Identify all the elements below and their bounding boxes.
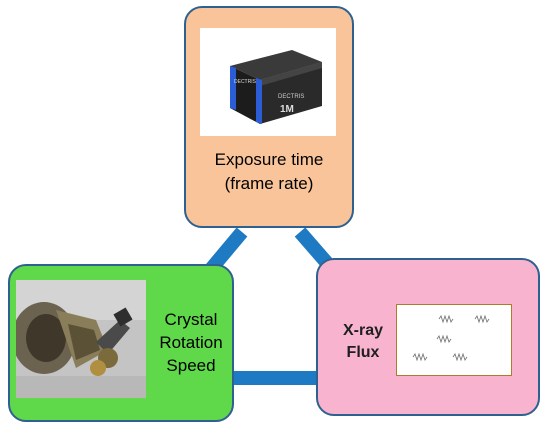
crystal-label-line2: Rotation <box>159 333 223 352</box>
xray-label-line2: Flux <box>346 344 380 361</box>
crystal-rotation-node: Crystal Rotation Speed <box>8 264 234 422</box>
detector-camera-icon: DECTRIS DECTRIS 1M <box>200 28 336 136</box>
xray-label-line1: X-ray <box>342 322 384 339</box>
crystal-rotation-label: Crystal Rotation Speed <box>148 308 234 377</box>
svg-text:1M: 1M <box>280 104 294 115</box>
svg-text:DECTRIS: DECTRIS <box>234 79 257 85</box>
exposure-label-line2: (frame rate) <box>224 174 314 193</box>
crystal-label-line3: Speed <box>166 356 216 375</box>
xray-flux-node: X-ray Flux <box>316 258 540 416</box>
goniometer-icon <box>16 280 146 398</box>
exposure-label-line1: Exposure time <box>214 150 324 169</box>
exposure-time-label: Exposure time (frame rate) <box>186 148 352 196</box>
crystal-label-line1: Crystal <box>164 310 218 329</box>
xray-flux-label: X-ray Flux <box>332 320 394 364</box>
xray-wave-icon <box>396 304 512 376</box>
svg-text:DECTRIS: DECTRIS <box>278 94 304 100</box>
exposure-time-node: DECTRIS DECTRIS 1M Exposure time (frame … <box>184 6 354 228</box>
